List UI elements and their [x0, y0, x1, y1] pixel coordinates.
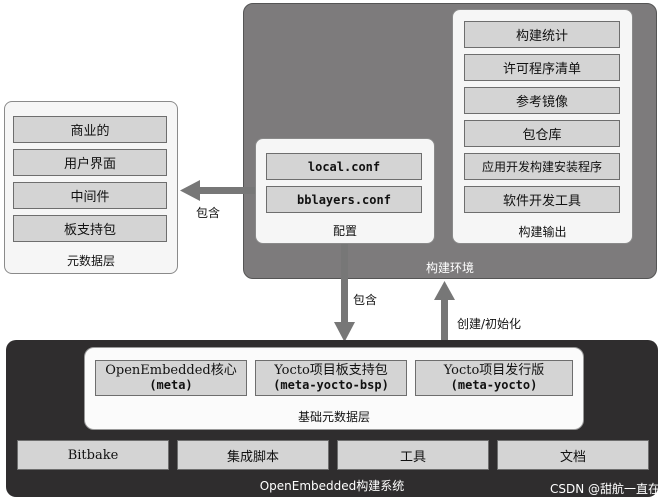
base-layer-yocto-bsp-title: Yocto项目板支持包	[274, 363, 388, 378]
local-conf-file: local.conf	[266, 153, 422, 180]
build-output-label: 构建输出	[518, 225, 567, 239]
contains-left-label: 包含	[195, 206, 220, 220]
output-item-reference-image: 参考镜像	[464, 87, 620, 114]
watermark-text: CSDN @甜航一直在	[549, 482, 660, 496]
base-layer-yocto-bsp: Yocto项目板支持包 (meta-yocto-bsp)	[255, 360, 407, 396]
base-layer-yocto-distro-sub: (meta-yocto)	[450, 378, 538, 392]
base-layer-oe-core-sub: (meta)	[149, 378, 193, 392]
output-item-license-manifest: 许可程序清单	[464, 54, 620, 81]
output-item-app-installer: 应用开发构建安装程序	[464, 153, 620, 180]
base-layer-yocto-distro: Yocto项目发行版 (meta-yocto)	[415, 360, 573, 396]
base-layer-yocto-distro-title: Yocto项目发行版	[443, 363, 545, 378]
metadata-layer-label: 元数据层	[66, 254, 115, 268]
contains-down-label: 包含	[353, 293, 378, 307]
metadata-item-commercial: 商业的	[13, 116, 167, 143]
config-label: 配置	[332, 224, 357, 238]
metadata-item-middleware: 中间件	[13, 182, 167, 209]
metadata-item-ui: 用户界面	[13, 149, 167, 176]
metadata-item-bsp: 板支持包	[13, 215, 167, 242]
bblayers-conf-file: bblayers.conf	[266, 186, 422, 213]
output-item-sdk: 软件开发工具	[464, 186, 620, 213]
tool-integration-scripts: 集成脚本	[177, 440, 329, 470]
base-layer-oe-core-title: OpenEmbedded核心	[105, 363, 237, 378]
tool-docs: 文档	[497, 440, 649, 470]
base-layer-oe-core: OpenEmbedded核心 (meta)	[95, 360, 247, 396]
build-env-label: 构建环境	[425, 261, 474, 275]
oe-system-label: OpenEmbedded构建系统	[259, 479, 405, 493]
contains-left-arrow	[180, 180, 255, 201]
contains-down-arrow	[334, 244, 355, 342]
base-layer-yocto-bsp-sub: (meta-yocto-bsp)	[273, 378, 389, 392]
tool-bitbake: Bitbake	[17, 440, 169, 470]
tool-tools: 工具	[337, 440, 489, 470]
base-layers-label: 基础元数据层	[297, 410, 370, 424]
output-item-build-stats: 构建统计	[464, 21, 620, 48]
output-item-package-feed: 包仓库	[464, 120, 620, 147]
create-init-label: 创建/初始化	[457, 317, 522, 331]
create-init-up-arrow	[434, 281, 455, 342]
